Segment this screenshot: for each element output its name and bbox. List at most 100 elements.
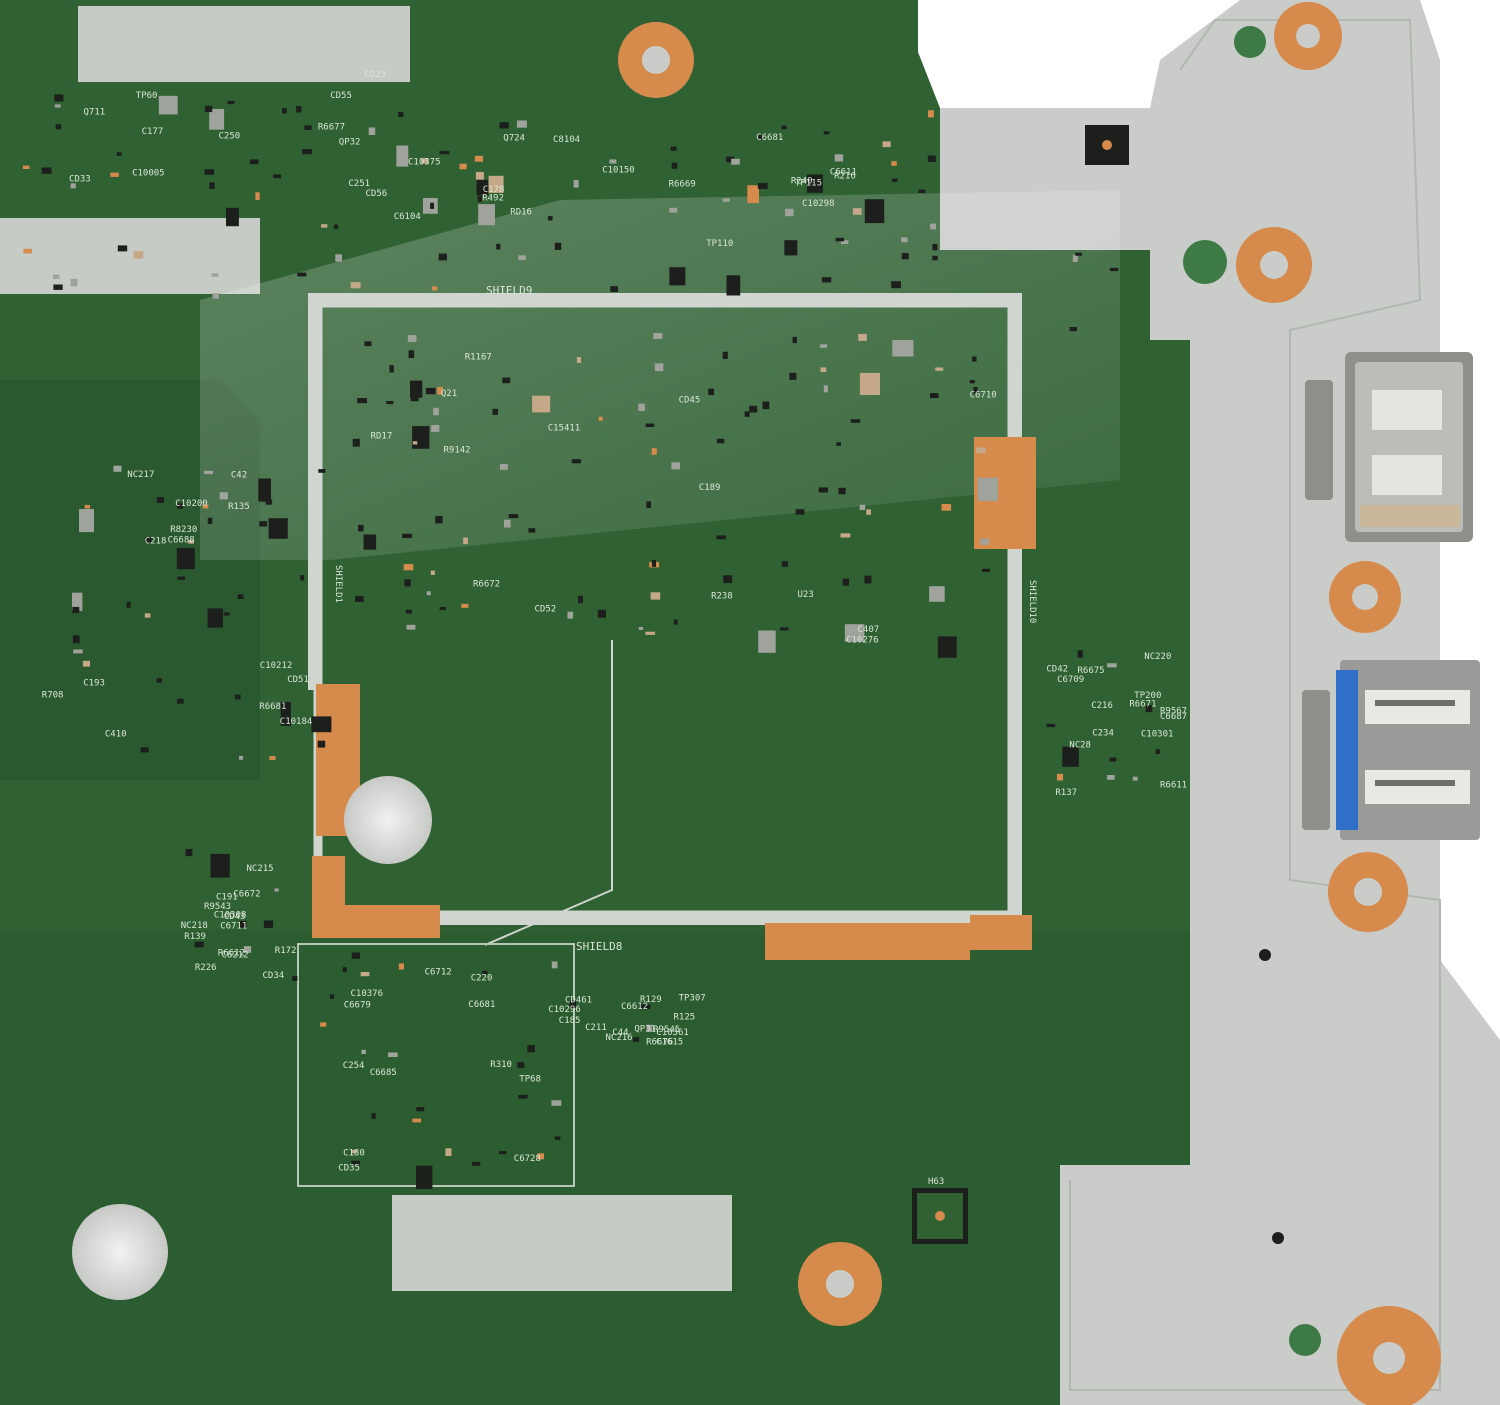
smd-part (784, 240, 798, 256)
silkscreen-label: C10276 (846, 636, 879, 646)
smd-part (749, 405, 758, 413)
silkscreen-label: CD43 (224, 912, 246, 922)
pcb-trace-bundle (560, 960, 1190, 1160)
smd-part (156, 678, 162, 683)
smd-part (932, 244, 938, 251)
smd-part (426, 591, 431, 596)
silkscreen-label: C6711 (220, 921, 247, 931)
smd-part (368, 127, 376, 135)
smd-part (528, 528, 536, 533)
smd-part (882, 141, 891, 148)
smd-part (858, 333, 867, 341)
smd-part (204, 105, 213, 113)
smd-part (403, 564, 414, 571)
silkscreen-label: C10150 (602, 166, 635, 176)
silkscreen-shield-top: SHIELD9 (486, 284, 532, 297)
smd-part (502, 377, 511, 384)
smd-part (722, 198, 730, 202)
mounting-hole (1337, 1306, 1441, 1405)
smd-part (72, 606, 80, 613)
smd-part (194, 941, 204, 948)
smd-part (726, 275, 741, 296)
silkscreen-label: C1615 (656, 1037, 683, 1047)
shield-frame-inner (313, 298, 1017, 920)
silkscreen-box (297, 943, 575, 1187)
smd-part (1046, 723, 1056, 728)
smd-part (258, 478, 271, 502)
silkscreen-label: CD34 (263, 971, 285, 981)
silkscreen-label: C10361 (656, 1028, 689, 1038)
smd-part (204, 169, 214, 175)
silkscreen-label: TP110 (706, 239, 733, 249)
connector-pins (1302, 380, 1333, 830)
smd-part (508, 514, 519, 519)
smd-part (1069, 327, 1077, 332)
smd-part (638, 403, 645, 411)
smd-part (864, 199, 885, 224)
smd-part (891, 161, 897, 166)
smd-part (496, 243, 501, 250)
mounting-hole (1328, 852, 1408, 932)
silkscreen-label: C10005 (132, 169, 165, 179)
smd-part (789, 372, 797, 380)
smd-part (850, 419, 861, 423)
smd-part (412, 426, 430, 449)
mounting-hole (618, 22, 694, 98)
silkscreen-label: C410 (105, 729, 127, 739)
silkscreen-label: C177 (142, 127, 164, 137)
smd-part (866, 509, 871, 515)
silkscreen-label: C6611 (830, 168, 857, 178)
smd-part (243, 946, 252, 953)
smd-part (54, 94, 64, 102)
smd-part (82, 660, 90, 667)
smd-part (237, 594, 244, 599)
smd-part (204, 470, 213, 475)
smd-part (1107, 775, 1115, 780)
smd-part (110, 172, 119, 177)
smd-part (311, 716, 332, 733)
smd-part (227, 100, 235, 105)
smd-part (404, 579, 411, 587)
smd-part (981, 568, 991, 572)
silkscreen-hole-label: H63 (928, 1177, 944, 1187)
smd-part (758, 630, 776, 653)
smd-part (757, 183, 768, 189)
smd-part (407, 335, 417, 342)
smd-part (412, 441, 418, 445)
silkscreen-label: C407 (858, 625, 880, 635)
smd-part (219, 492, 228, 500)
silkscreen-label: NC216 (606, 1033, 633, 1043)
smd-part (435, 516, 443, 524)
smd-part (537, 1153, 544, 1160)
silkscreen-label: Q724 (503, 133, 525, 143)
smd-part (475, 171, 484, 180)
smd-part (785, 208, 794, 217)
silkscreen-label: CD23 (364, 70, 386, 80)
smd-part (297, 272, 307, 277)
smd-part (188, 539, 194, 544)
smd-part (645, 423, 655, 427)
silkscreen-label: C250 (219, 131, 241, 141)
smd-part (259, 521, 268, 527)
smd-part (928, 110, 934, 118)
smd-part (823, 385, 828, 393)
smd-part (371, 1113, 376, 1119)
smd-part (598, 416, 603, 421)
silkscreen-label: R6612 (218, 948, 245, 958)
silkscreen-label: R240 (791, 176, 813, 186)
smd-part (573, 180, 579, 188)
silkscreen-label: Q21 (441, 389, 457, 399)
smd-part (932, 255, 938, 261)
smd-part (1072, 254, 1078, 262)
smd-part (342, 967, 347, 972)
silkscreen-label: CD55 (330, 91, 352, 101)
silkscreen-label: CD51 (287, 675, 309, 685)
silkscreen-label: R6675 (1078, 666, 1105, 676)
smd-part (834, 154, 844, 162)
mounting-hole (1329, 561, 1401, 633)
smd-part (941, 504, 952, 511)
smd-part (211, 273, 219, 277)
smd-part (669, 267, 686, 286)
square-test-pad (912, 1188, 968, 1244)
smd-part (1077, 650, 1083, 658)
